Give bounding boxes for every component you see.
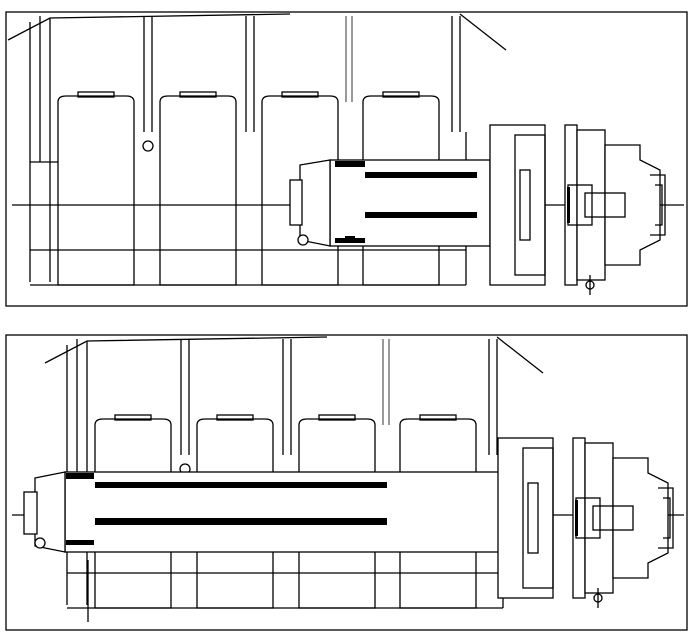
spindle-tool-holder [489, 124, 666, 296]
panel-frame [5, 334, 688, 631]
spindle-tool-holder [497, 437, 674, 609]
panel-bottom-tool-extended [5, 334, 688, 631]
boring-bar [289, 159, 491, 247]
panel-top-tool-retracted [5, 11, 688, 307]
panel-frame [5, 11, 688, 307]
boring-bar [23, 471, 501, 553]
